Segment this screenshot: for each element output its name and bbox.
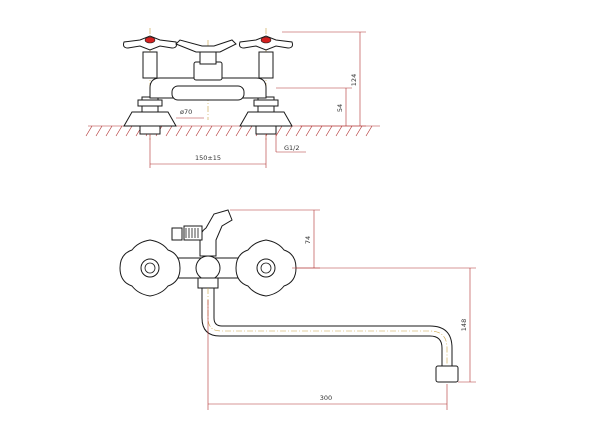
right-round-handle[interactable] [235,239,297,297]
wall-hatching [85,125,380,137]
right-wall-flange [239,96,293,135]
cold-indicator-cap [260,36,272,44]
left-cross-handle[interactable] [123,35,177,51]
dim-label-thread: G1/2 [284,144,300,152]
dimension-diameter-70: ø70 [176,108,204,119]
dim-label-54: 54 [336,104,344,112]
dimension-54: 54 [276,87,352,126]
dimension-124: 124 [282,31,366,127]
hot-indicator-cap [144,36,156,44]
dimension-148: 148 [296,267,476,383]
dim-label-74: 74 [304,236,312,244]
dimension-thread: G1/2 [275,134,306,153]
dimension-300: 300 [207,300,448,410]
dim-label-diameter: ø70 [180,108,192,116]
diverter-lever[interactable] [175,39,237,53]
dim-label-124: 124 [350,74,358,86]
center-body [169,209,247,289]
dim-label-300: 300 [320,394,332,402]
dim-label-148: 148 [460,319,468,331]
right-cross-handle[interactable] [239,35,293,51]
dimension-150-spacing: 150±15 [149,134,267,168]
dim-label-spacing: 150±15 [195,154,221,162]
mixer-body [149,51,267,101]
left-wall-flange [123,96,177,135]
left-round-handle[interactable] [119,239,181,297]
side-projection-view: 74 148 300 [119,209,476,410]
front-elevation-view: 124 54 ø70 150±15 G1/2 [85,28,380,168]
swivel-spout [201,287,459,383]
